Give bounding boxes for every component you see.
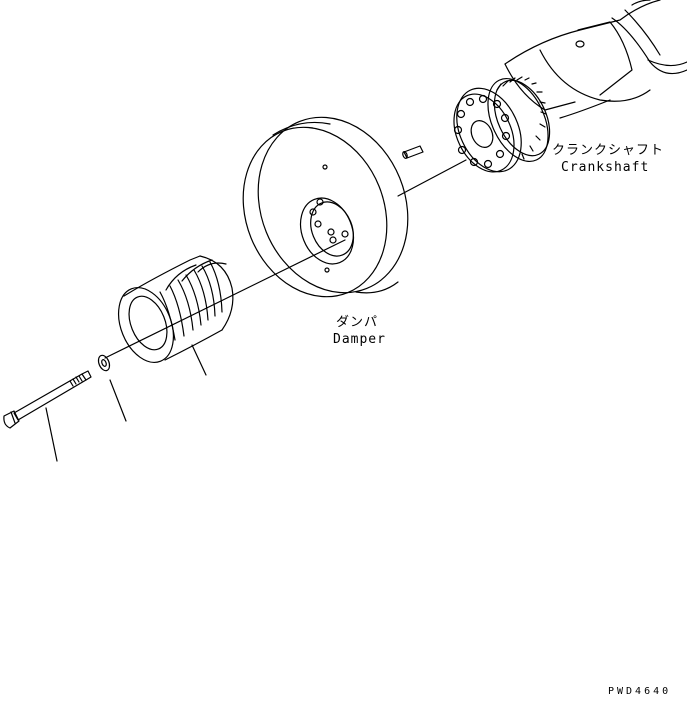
washer-part bbox=[97, 354, 111, 372]
crankshaft-label-english: Crankshaft bbox=[561, 160, 650, 175]
bolt-part bbox=[3, 370, 92, 429]
damper-part bbox=[242, 116, 409, 298]
damper-label-english: Damper bbox=[333, 332, 386, 347]
crankshaft-label-japanese: クランクシャフト bbox=[552, 143, 665, 158]
pulley-part bbox=[118, 255, 234, 363]
assembly-axis-line bbox=[104, 159, 467, 359]
leader-lines bbox=[45, 344, 207, 462]
damper-label-japanese: ダンパ bbox=[336, 315, 379, 330]
crankshaft-part bbox=[453, 0, 687, 173]
dowel-pin-part bbox=[402, 145, 424, 159]
figure-code: PWD4640 bbox=[608, 686, 672, 697]
